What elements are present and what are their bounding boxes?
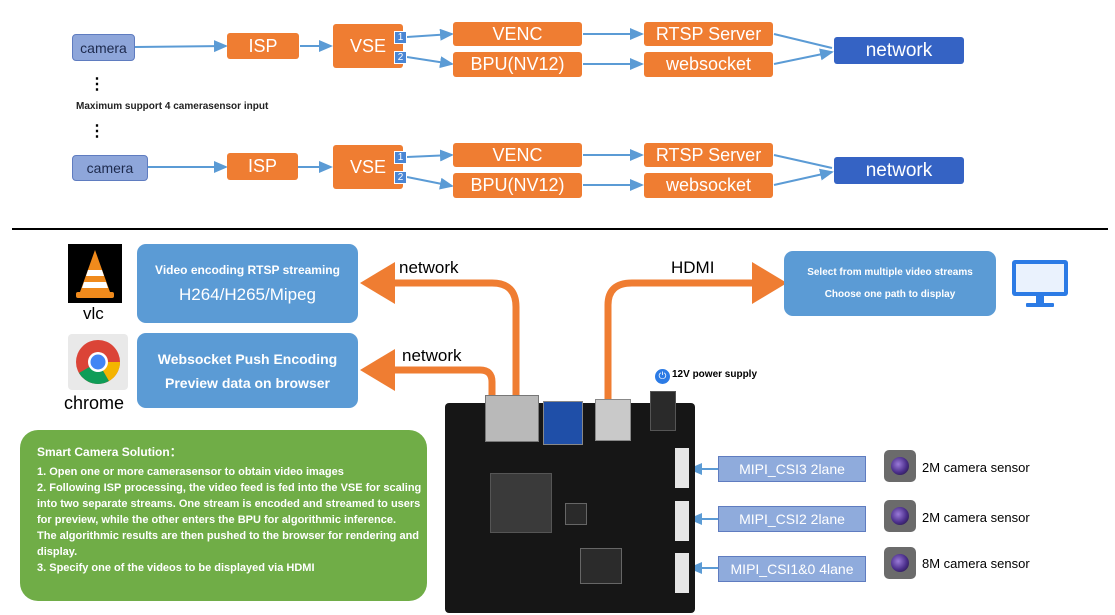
- row-2-connectors: [148, 149, 834, 191]
- isp-box-2: ISP: [227, 153, 298, 180]
- dev-board-image: [445, 391, 695, 613]
- ellipsis-1: ⋮: [89, 76, 105, 93]
- vlc-label: vlc: [83, 304, 104, 323]
- csi-connector-1: [675, 553, 689, 593]
- network-box-1: network: [834, 37, 964, 64]
- ws-box-line-1: Websocket Push Encoding: [157, 350, 338, 367]
- support-text: Maximum support 4 camerasensor input: [76, 101, 269, 112]
- display-box-line-1: Select from multiple video streams: [807, 267, 973, 278]
- camera-box-2: camera: [72, 155, 148, 181]
- isp-box-1: ISP: [227, 33, 299, 59]
- network-label-rtsp: network: [399, 258, 459, 277]
- camera-box-1: camera: [72, 34, 135, 61]
- display-box-line-2: Choose one path to display: [824, 289, 956, 300]
- row-1-connectors: [134, 28, 834, 70]
- solution-line: 3. Specify one of the videos to be displ…: [37, 562, 315, 574]
- network-label-websocket: network: [402, 346, 462, 365]
- chrome-label: chrome: [64, 393, 125, 413]
- board-chip-small: [565, 503, 587, 525]
- camera-sensor-icon: [884, 500, 916, 532]
- hdmi-label: HDMI: [671, 258, 715, 277]
- display-select-box: Select from multiple video streams Choos…: [784, 251, 996, 316]
- network-box-2: network: [834, 157, 964, 184]
- chrome-icon: [68, 334, 128, 390]
- bpu-box-1: BPU(NV12): [453, 52, 582, 77]
- rtsp-server-box-1: RTSP Server: [644, 22, 773, 46]
- csi-connector-2: [675, 501, 689, 541]
- monitor-icon: [1008, 254, 1072, 312]
- rtsp-box-line-1: Video encoding RTSP streaming: [155, 262, 340, 277]
- vse-output-badge-1: 1: [394, 31, 407, 44]
- csi-connector-3: [675, 448, 689, 488]
- websocket-box-1: websocket: [644, 52, 773, 77]
- solution-panel: Smart Camera Solution： 1. Open one or mo…: [20, 430, 427, 601]
- venc-box-2: VENC: [453, 143, 582, 167]
- vse-output-badge-2: 2: [394, 51, 407, 64]
- vse-box-1: VSE: [333, 24, 403, 68]
- websocket-box-2: websocket: [644, 173, 773, 198]
- solution-line: The algorithmic results are then pushed …: [37, 530, 420, 542]
- mipi-csi2-box: MIPI_CSI2 2lane: [718, 506, 866, 532]
- venc-box-1: VENC: [453, 22, 582, 46]
- websocket-preview-box: Websocket Push Encoding Preview data on …: [137, 333, 358, 408]
- power-jack: [650, 391, 676, 431]
- vlc-icon: [68, 244, 122, 303]
- solution-line: into two separate streams. One stream is…: [37, 498, 421, 510]
- power-label: 12V power supply: [672, 369, 758, 380]
- vse-output-badge-3: 1: [394, 151, 407, 164]
- bpu-box-2: BPU(NV12): [453, 173, 582, 198]
- vse-output-badge-4: 2: [394, 171, 407, 184]
- hdmi-port: [595, 399, 631, 441]
- rtsp-streaming-box: Video encoding RTSP streaming H264/H265/…: [137, 244, 358, 323]
- camera-sensor-icon: [884, 547, 916, 579]
- sensor-label-1: 2M camera sensor: [922, 460, 1030, 475]
- soc-chip: [490, 473, 552, 533]
- solution-line: for preview, while the other enters the …: [37, 514, 396, 526]
- ethernet-port: [485, 395, 539, 442]
- ellipsis-2: ⋮: [89, 123, 105, 140]
- mipi-csi10-box: MIPI_CSI1&0 4lane: [718, 556, 866, 582]
- board-chip-2: [580, 548, 622, 584]
- mipi-csi3-box: MIPI_CSI3 2lane: [718, 456, 866, 482]
- camera-sensor-icon: [884, 450, 916, 482]
- solution-line: 1. Open one or more camerasensor to obta…: [37, 466, 344, 478]
- solution-line: 2. Following ISP processing, the video f…: [37, 482, 422, 494]
- rtsp-server-box-2: RTSP Server: [644, 143, 773, 167]
- orange-pipes: [360, 262, 787, 405]
- solution-title: Smart Camera Solution：: [37, 445, 182, 459]
- ws-box-line-2: Preview data on browser: [165, 374, 330, 391]
- vse-box-2: VSE: [333, 145, 403, 189]
- power-icon: ⏻: [655, 369, 670, 384]
- rtsp-box-line-2: H264/H265/Mipeg: [178, 284, 317, 304]
- sensor-label-2: 2M camera sensor: [922, 510, 1030, 525]
- sensor-label-3: 8M camera sensor: [922, 556, 1030, 571]
- solution-line: display.: [37, 546, 78, 558]
- usb-port: [543, 401, 583, 445]
